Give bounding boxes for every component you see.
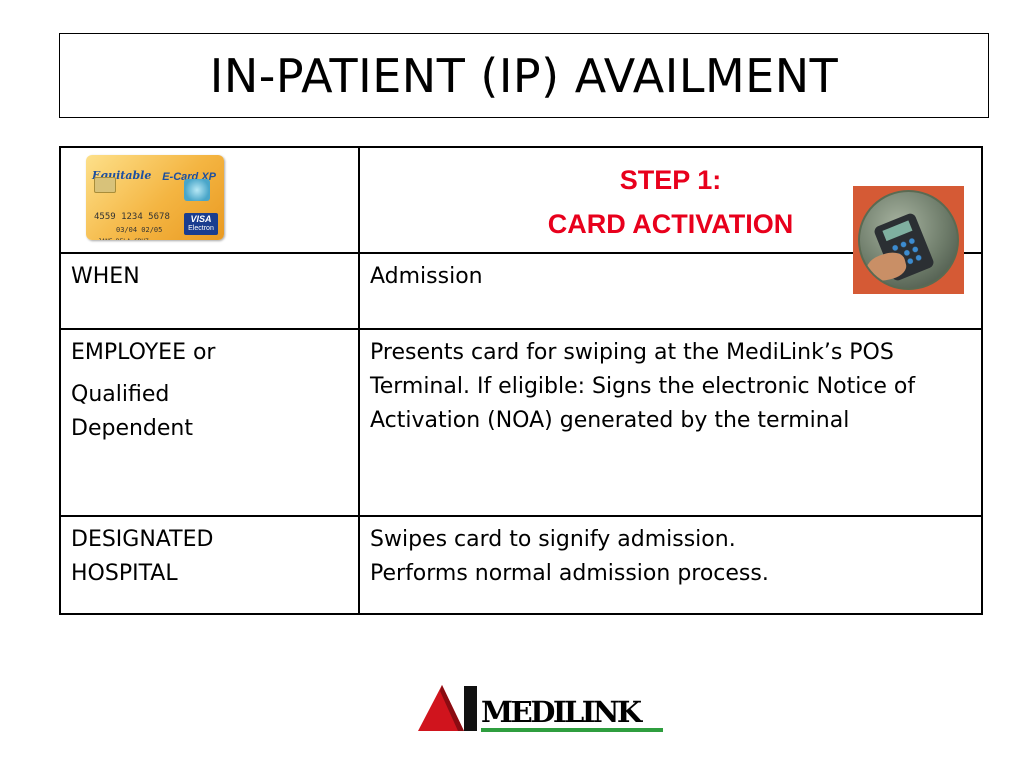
card-network-sub: Electron [188, 225, 214, 232]
row-text-line: Performs normal admission process. [370, 561, 769, 586]
card-network: VISA [190, 214, 212, 224]
medilink-logo: MEDILINK [418, 683, 666, 733]
row-text-line: Swipes card to signify admission. [370, 527, 736, 552]
row-label-line: EMPLOYEE or [71, 340, 216, 365]
row-label-line: HOSPITAL [71, 561, 178, 586]
slide-title: IN-PATIENT (IP) AVAILMENT [209, 48, 839, 103]
logo-text: MEDILINK [481, 695, 642, 729]
card-holder: JANE DELA CRUZ [98, 225, 149, 240]
logo-underline [481, 728, 663, 732]
row-label-line: DESIGNATED [71, 527, 214, 552]
title-box: IN-PATIENT (IP) AVAILMENT [59, 33, 989, 118]
step-heading-cell: STEP 1: CARD ACTIVATION [358, 146, 983, 254]
step-heading: STEP 1: CARD ACTIVATION [370, 158, 971, 246]
step-number: STEP 1: [619, 165, 722, 195]
row-text: Presents card for swiping at the MediLin… [358, 328, 983, 517]
row-label-line: Qualified [71, 382, 170, 407]
row-label: EMPLOYEE or Qualified Dependent [59, 328, 360, 517]
ecard-image: Equitable E-Card XP 4559 1234 5678 03/04… [86, 155, 224, 240]
steps-table: Equitable E-Card XP 4559 1234 5678 03/04… [59, 146, 983, 615]
pos-photo-circle [858, 190, 959, 290]
table-row: WHEN Admission [59, 252, 983, 330]
card-image-cell: Equitable E-Card XP 4559 1234 5678 03/04… [59, 146, 360, 254]
row-text: Swipes card to signify admission. Perfor… [358, 515, 983, 615]
hand-icon [863, 249, 909, 285]
table-row: DESIGNATED HOSPITAL Swipes card to signi… [59, 515, 983, 615]
table-row-header: Equitable E-Card XP 4559 1234 5678 03/04… [59, 146, 983, 254]
pos-terminal-image [853, 186, 964, 294]
step-title: CARD ACTIVATION [547, 209, 794, 239]
row-label: DESIGNATED HOSPITAL [59, 515, 360, 615]
card-hologram-icon [184, 179, 210, 201]
visa-electron-icon: VISA Electron [184, 213, 218, 235]
logo-triangle-icon [418, 685, 477, 731]
card-dates: 03/04 02/05 [116, 226, 163, 234]
table-row: EMPLOYEE or Qualified Dependent Presents… [59, 328, 983, 517]
card-chip-icon [94, 177, 116, 193]
row-label-line: Dependent [71, 416, 193, 441]
card-number: 4559 1234 5678 [94, 212, 170, 222]
row-label: WHEN [59, 252, 360, 330]
